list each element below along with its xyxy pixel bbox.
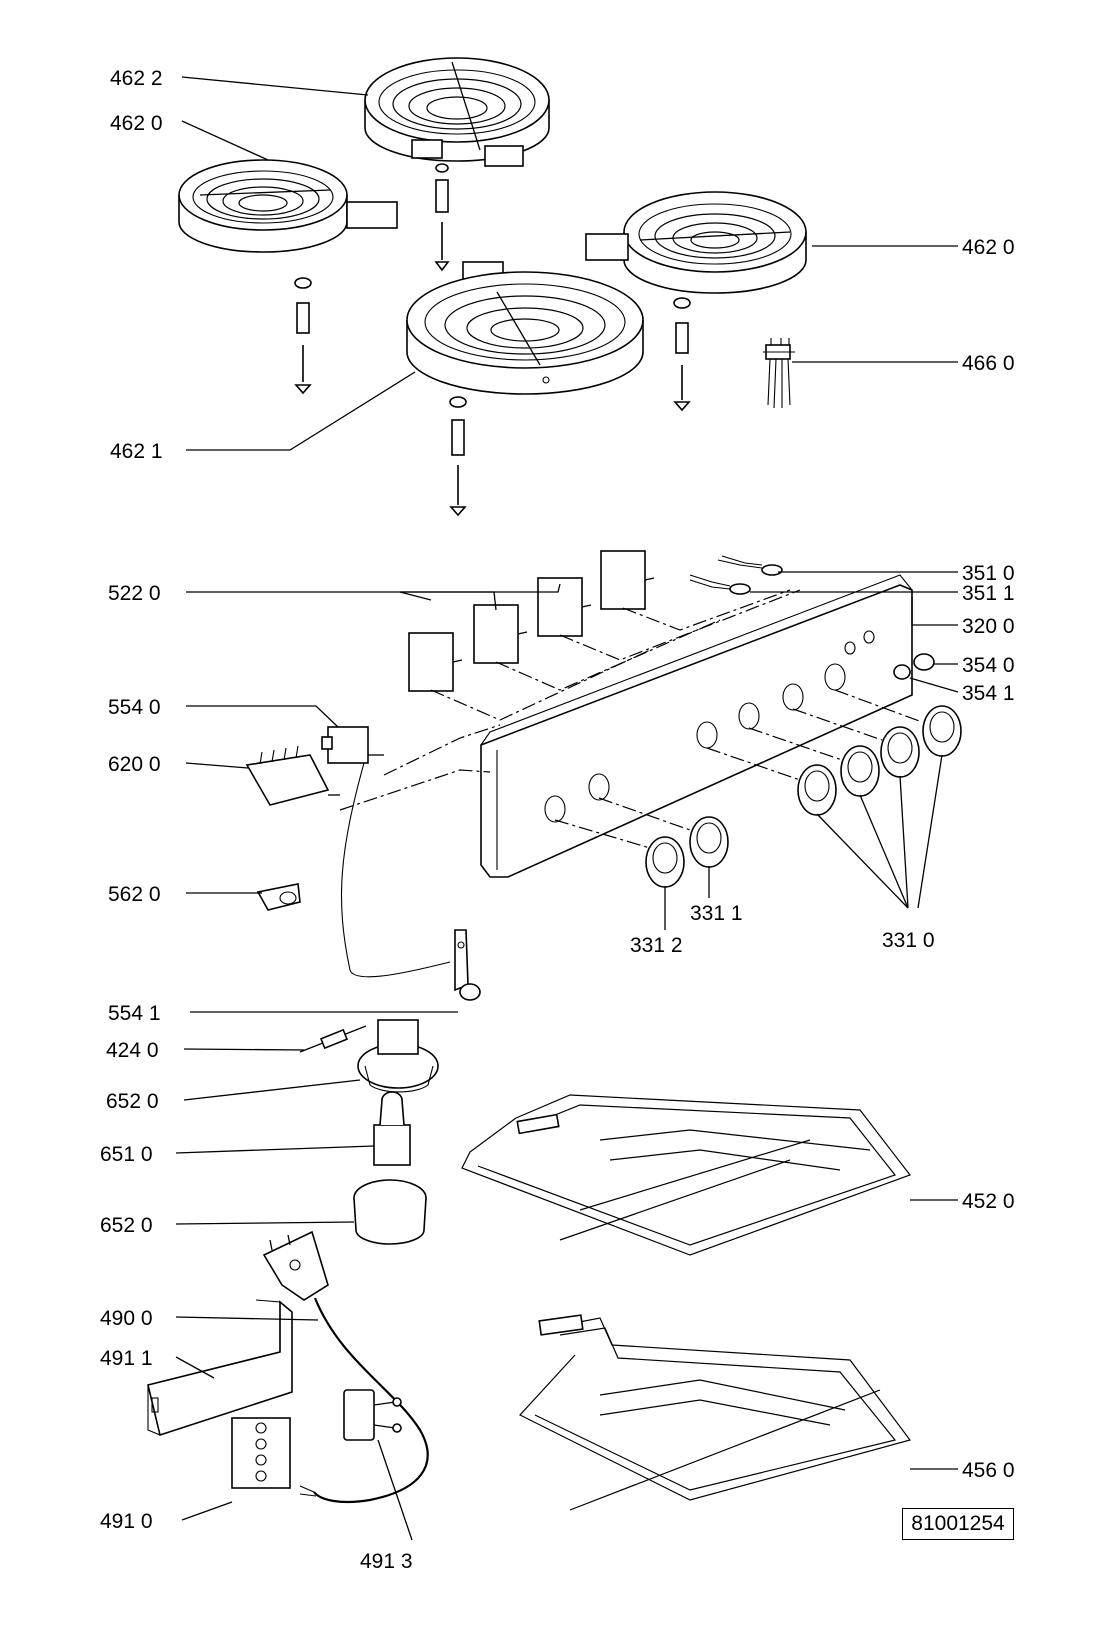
resistor-424-0 <box>299 1025 367 1053</box>
bracket-491-1 <box>147 1299 293 1437</box>
label-554-0: 554 0 <box>108 696 161 719</box>
label-351-0: 351 0 <box>962 562 1015 585</box>
label-620-0: 620 0 <box>108 753 161 776</box>
assembly-lines <box>339 589 923 849</box>
screw-set-462-2 <box>434 163 450 272</box>
mains-cable-490-0 <box>262 1230 429 1504</box>
label-466-0: 466 0 <box>962 352 1015 375</box>
hotplate-462-1 <box>406 261 644 395</box>
label-490-0: 490 0 <box>100 1307 153 1330</box>
label-351-1: 351 1 <box>962 582 1015 605</box>
label-331-1: 331 1 <box>690 902 743 925</box>
label-320-0: 320 0 <box>962 615 1015 638</box>
thermostat-554-0 <box>321 726 451 978</box>
hotplate-462-0-right <box>585 191 807 294</box>
selector-switch-620-0 <box>245 745 340 806</box>
label-554-1: 554 1 <box>108 1002 161 1025</box>
label-354-1: 354 1 <box>962 682 1015 705</box>
label-424-0: 424 0 <box>106 1039 159 1062</box>
lamp-651-0 <box>373 1091 411 1166</box>
lamp-holder-652-0-top <box>357 1019 439 1093</box>
oven-element-456-0 <box>519 1314 912 1511</box>
label-491-0: 491 0 <box>100 1510 153 1533</box>
label-452-0: 452 0 <box>962 1190 1015 1213</box>
label-562-0: 562 0 <box>108 883 161 906</box>
part-labels: 462 2 462 0 462 0 466 0 462 1 522 0 351 … <box>100 67 1015 1573</box>
label-491-3: 491 3 <box>360 1550 413 1573</box>
label-652-0-top: 652 0 <box>106 1090 159 1113</box>
label-462-0-left: 462 0 <box>110 112 163 135</box>
terminal-block-491-0 <box>231 1417 291 1489</box>
cable-clamp-491-3 <box>343 1389 402 1441</box>
label-491-1: 491 1 <box>100 1347 153 1370</box>
document-number-box: 81001254 <box>902 1508 1014 1540</box>
leader-lines <box>175 76 959 1541</box>
bushes-354 <box>893 653 935 680</box>
label-354-0: 354 0 <box>962 654 1015 677</box>
control-knobs <box>645 705 962 888</box>
label-456-0: 456 0 <box>962 1459 1015 1482</box>
screw-set-462-0-left <box>294 277 312 395</box>
screw-set-462-0-right <box>673 297 691 412</box>
energy-regulators-522-0 <box>408 550 655 692</box>
label-331-0: 331 0 <box>882 929 935 952</box>
connector-466-0 <box>763 338 795 409</box>
lamp-cover-652-0-bottom <box>353 1179 427 1245</box>
indicator-lamps-351 <box>689 555 783 595</box>
label-651-0: 651 0 <box>100 1143 153 1166</box>
hotplate-462-2 <box>364 57 550 167</box>
grill-element-452-0 <box>461 1094 911 1256</box>
screw-set-462-1 <box>449 396 467 517</box>
bracket-554-1 <box>454 929 481 1001</box>
label-462-1: 462 1 <box>110 440 163 463</box>
hotplate-462-0-left <box>178 159 398 253</box>
label-522-0: 522 0 <box>108 582 161 605</box>
label-652-0-bottom: 652 0 <box>100 1214 153 1237</box>
label-462-2: 462 2 <box>110 67 163 90</box>
control-panel-320-0 <box>480 574 913 878</box>
clip-562-0 <box>256 883 301 911</box>
label-462-0-right: 462 0 <box>962 236 1015 259</box>
label-331-2: 331 2 <box>630 934 683 957</box>
